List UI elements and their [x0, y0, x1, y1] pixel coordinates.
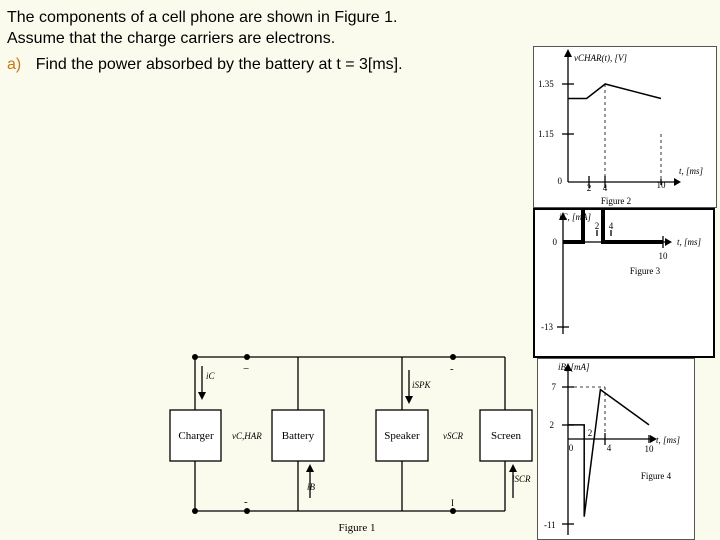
- ispk-label: iSPK: [412, 380, 431, 390]
- fig4-ytick-7: 7: [552, 382, 557, 392]
- fig4-xtick-4: 4: [607, 443, 612, 453]
- fig4-ytick-11: -11: [544, 520, 556, 530]
- speaker-label: Speaker: [384, 430, 420, 442]
- polarity-top-left: −: [243, 363, 249, 375]
- ic-arrow-head: [198, 392, 206, 400]
- fig3-ytick-0: 0: [553, 237, 558, 247]
- polarity-bottom-left: -: [244, 496, 248, 508]
- charger-label: Charger: [178, 430, 214, 442]
- fig4-xtick-2: 2: [588, 428, 593, 438]
- fig3-series-line: [563, 210, 663, 244]
- fig4-ytick-2: 2: [550, 420, 555, 430]
- fig4-caption: Figure 4: [641, 471, 672, 481]
- fig3-ytick-13: -13: [541, 322, 553, 332]
- question-part-a: a) Find the power absorbed by the batter…: [7, 55, 403, 75]
- fig2-ytick-1-15: 1.15: [538, 129, 554, 139]
- polarity-bottom-right: I: [451, 498, 454, 508]
- figure-4-chart: iB, [mA] 7 2 -11 2 0 4 10 t, [ms] Figure…: [537, 358, 695, 540]
- part-letter: a): [7, 56, 22, 73]
- ib-arrow-head: [306, 464, 314, 472]
- fig2-y-label: vCHAR(t), [V]: [574, 53, 627, 63]
- question-line-1: The components of a cell phone are shown…: [7, 9, 398, 26]
- vscr-label: vSCR: [443, 431, 463, 441]
- fig3-x-label: t, [ms]: [677, 237, 702, 247]
- fig4-series-line: [568, 388, 650, 517]
- ib-label: iB: [307, 482, 316, 492]
- screen-box: [479, 409, 533, 462]
- fig2-x-label: t, [ms]: [679, 166, 704, 176]
- fig3-xtick-10: 10: [659, 251, 669, 261]
- fig2-ytick-1-35: 1.35: [538, 79, 554, 89]
- fig2-xtick-4: 4: [603, 183, 608, 193]
- figure-1-circuit: Charger Battery Speaker Screen iC iSPK i…: [169, 354, 533, 534]
- fig4-x-label: t, [ms]: [656, 435, 681, 445]
- figure-3-chart: iC, [mA] 0 -13 2 4 10 t, [ms] Figure 3: [533, 208, 715, 358]
- fig3-xtick-2: 2: [595, 221, 600, 231]
- fig2-caption: Figure 2: [601, 196, 631, 206]
- ic-label: iC: [206, 371, 216, 381]
- fig3-y-label: iC, [mA]: [559, 212, 592, 222]
- charger-box: [169, 409, 222, 462]
- fig2-xtick-10: 10: [657, 180, 667, 190]
- figure-2-chart: vCHAR(t), [V] 1.35 1.15 0 2 4 10 t, [ms]…: [533, 46, 717, 208]
- fig4-y-label: iB, [mA]: [558, 362, 590, 372]
- fig3-caption: Figure 3: [630, 266, 661, 276]
- fig2-xtick-2: 2: [587, 183, 592, 193]
- question-line-2: Assume that the charge carriers are elec…: [7, 30, 336, 47]
- speaker-box: [375, 409, 429, 462]
- screen-label: Screen: [491, 430, 521, 442]
- fig4-xtick-10: 10: [645, 444, 655, 454]
- battery-box: [271, 409, 325, 462]
- fig2-ytick-0: 0: [558, 176, 563, 186]
- part-text: Find the power absorbed by the battery a…: [35, 56, 403, 73]
- battery-label: Battery: [282, 430, 315, 442]
- figure-1-caption: Figure 1: [339, 522, 376, 534]
- polarity-top-right: -: [450, 363, 454, 375]
- fig3-xtick-4: 4: [609, 221, 614, 231]
- fig2-series-line: [568, 83, 662, 100]
- vchar-label: vC,HAR: [232, 431, 262, 441]
- fig4-xtick-0: 0: [569, 443, 574, 453]
- iscr-label: iSCR: [512, 474, 531, 484]
- ispk-arrow-head: [405, 396, 413, 404]
- iscr-arrow-head: [509, 464, 517, 472]
